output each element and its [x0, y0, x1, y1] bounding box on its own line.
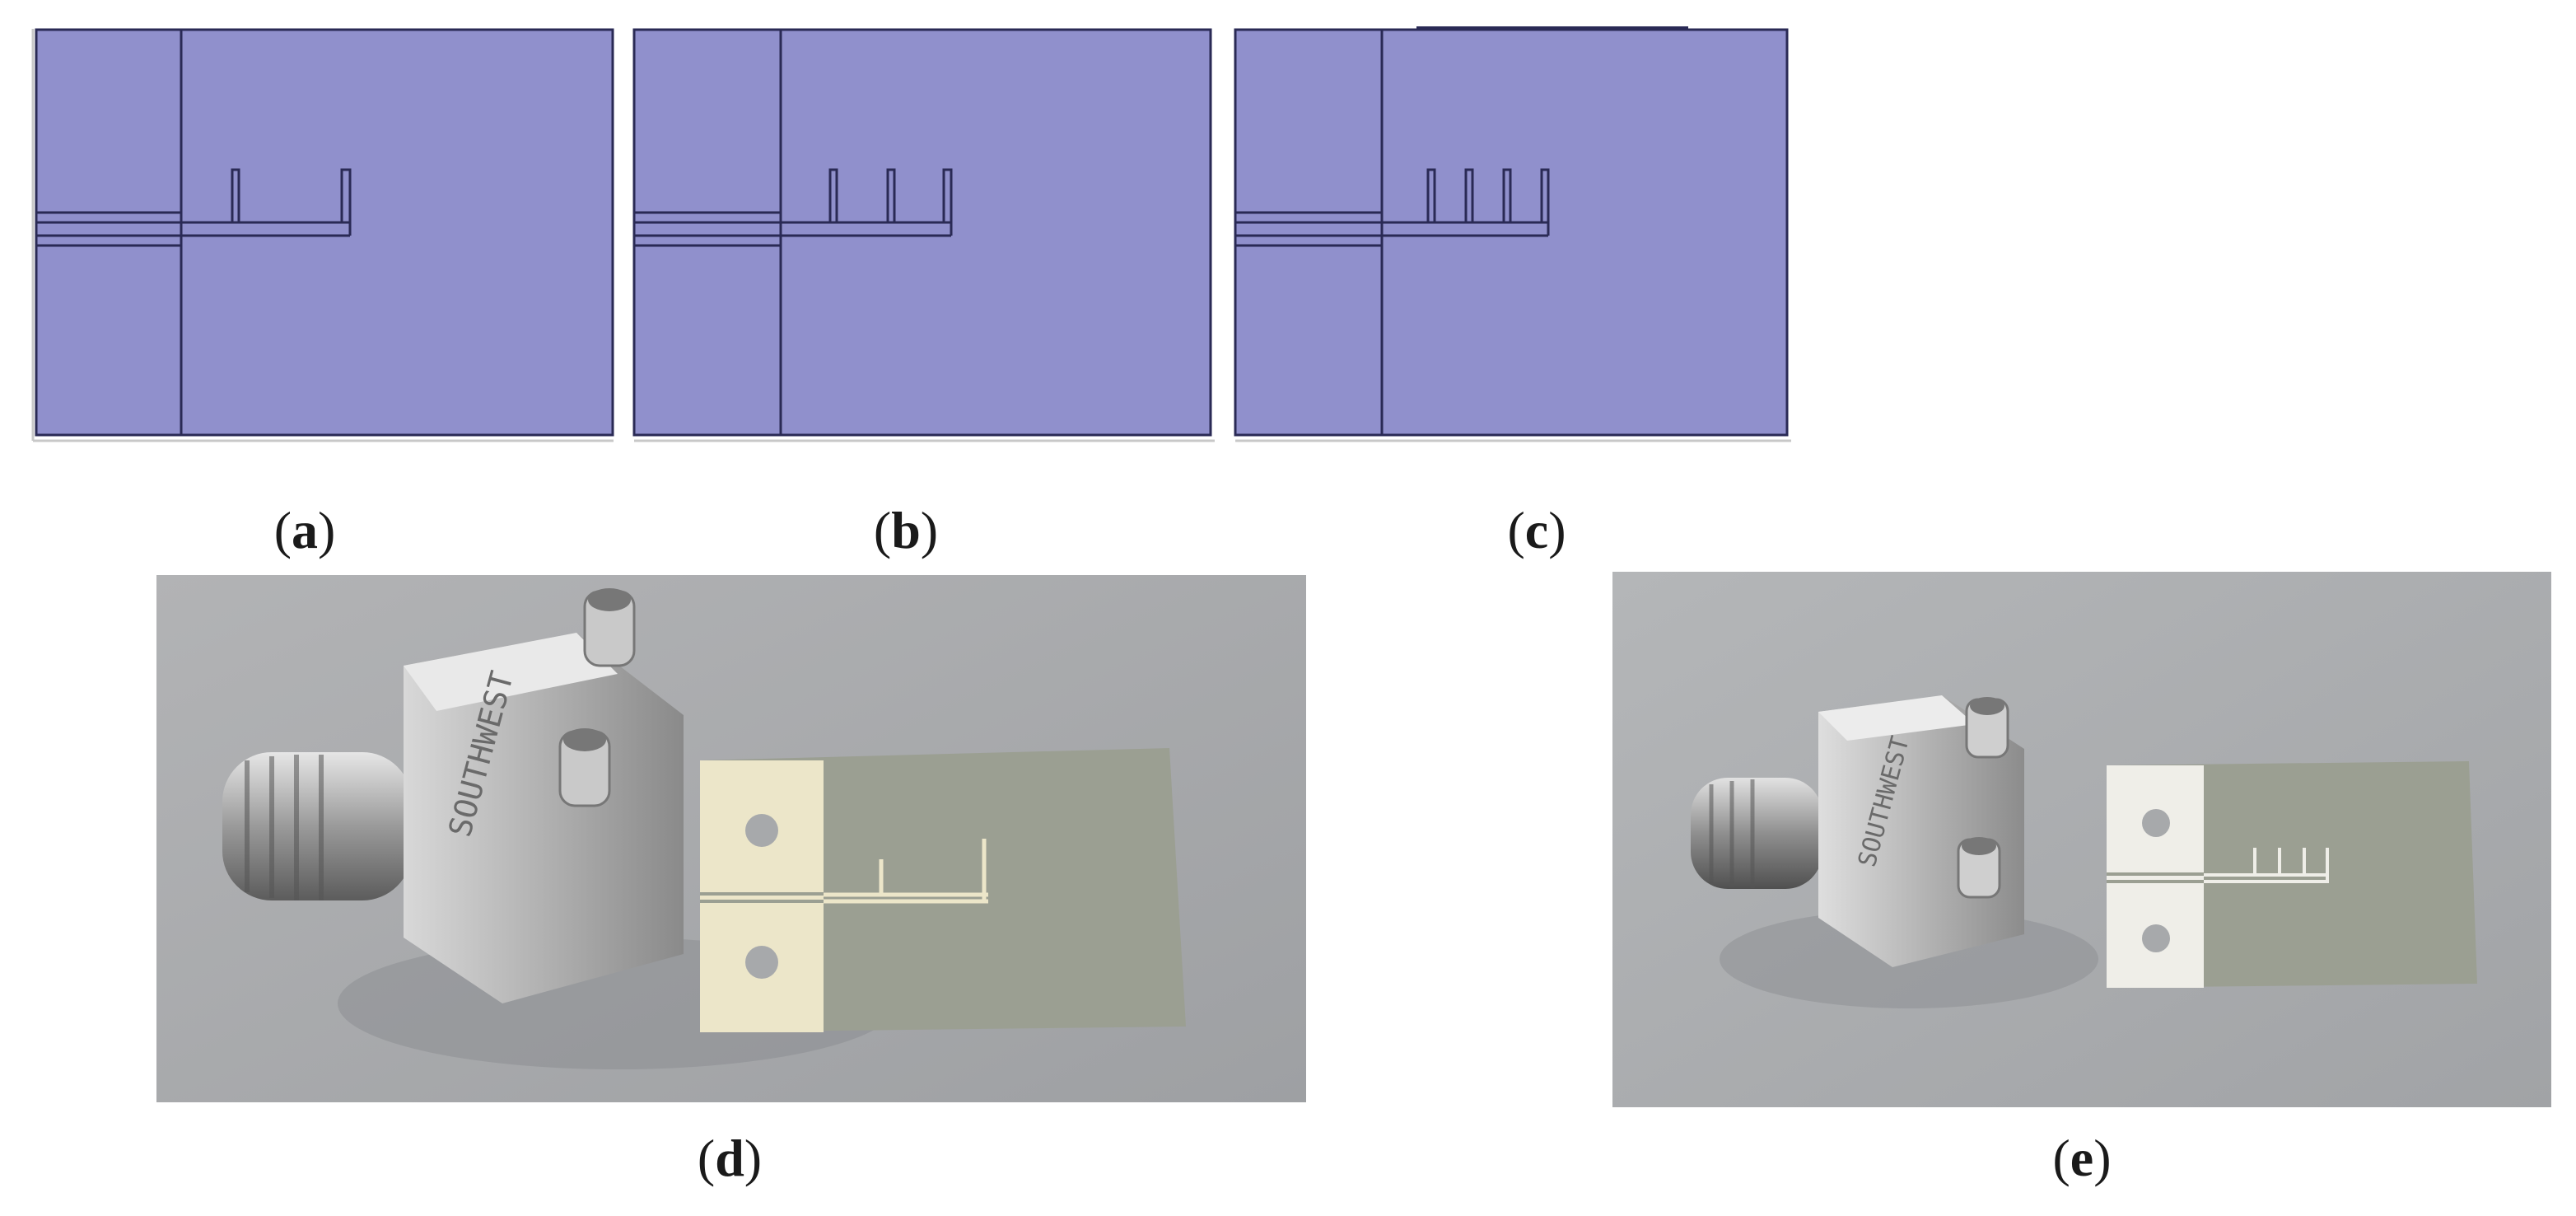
sma-connector-barrel [1691, 778, 1822, 889]
layout-c-drawing [1234, 26, 1791, 442]
caption-c: (c) [1507, 501, 1566, 559]
substrate [35, 28, 614, 437]
photo-d: SOUTHWEST [156, 575, 1306, 1102]
stub-lines [231, 168, 352, 236]
connector-block [404, 633, 684, 1003]
layout-panel-b [626, 25, 1219, 445]
sma-connector-barrel [222, 752, 412, 900]
feed-line [634, 221, 951, 237]
caption-e: (e) [2052, 1129, 2112, 1187]
substrate [1234, 28, 1789, 437]
layout-b-drawing [632, 28, 1215, 442]
stub-lines [1426, 168, 1550, 236]
caption-b: (b) [873, 501, 939, 559]
layout-a-drawing [31, 28, 614, 442]
layout-panel-c [1227, 25, 1795, 445]
caption-a: (a) [273, 501, 336, 559]
substrate [632, 28, 1212, 437]
layout-panel-a [25, 25, 618, 445]
feed-line [1235, 221, 1548, 237]
stub-lines [828, 168, 953, 236]
photo-e-drawing: SOUTHWEST [1612, 572, 2551, 1107]
photo-d-drawing: SOUTHWEST [156, 575, 1306, 1102]
photo-e: SOUTHWEST [1612, 572, 2551, 1107]
feed-line [36, 221, 350, 237]
caption-d: (d) [697, 1129, 763, 1187]
connector-block [1818, 695, 2024, 967]
